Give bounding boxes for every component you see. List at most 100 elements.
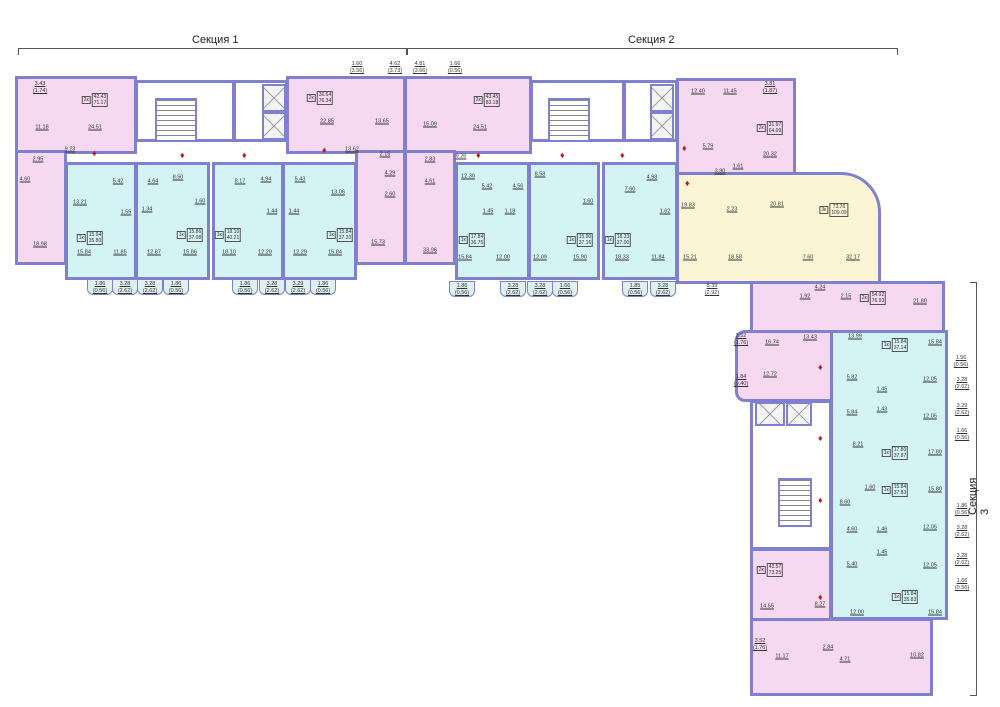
room-area-label: 14.55 bbox=[760, 603, 774, 610]
room-area-label: 13.43 bbox=[803, 334, 817, 341]
apartment-type: 1к bbox=[76, 234, 86, 242]
elevator-s2-b bbox=[650, 112, 674, 140]
balcony bbox=[259, 279, 285, 295]
balcony-area-label: 3.28 (2.62) bbox=[655, 283, 671, 296]
room-area-label: 11.84 bbox=[651, 254, 665, 261]
living-area: 15.84 bbox=[893, 339, 907, 345]
total-area: 37.87 bbox=[893, 453, 907, 459]
living-area: 42.43 bbox=[93, 94, 107, 100]
room-area-label: 2.15 bbox=[840, 293, 852, 300]
room-area-label: 1.60 (3.56) bbox=[349, 61, 365, 74]
section-3-brace bbox=[970, 282, 977, 696]
elevator-s3-b bbox=[786, 402, 812, 426]
room-area-label: 2.95 bbox=[32, 156, 44, 163]
total-area: 83.18 bbox=[485, 100, 499, 106]
balcony-area-label: 3.28 (2.62) bbox=[505, 283, 521, 296]
room-area-label: 15.84 bbox=[328, 249, 342, 256]
room-area-label: 1.66 (0.56) bbox=[447, 61, 463, 74]
apartment-type: 1к bbox=[604, 236, 614, 244]
apartment-type: 1к bbox=[881, 486, 891, 494]
room-area-label: 15.86 bbox=[183, 249, 197, 256]
apartment-2k-s1-right bbox=[286, 76, 406, 154]
room-area-label: 12.05 bbox=[923, 413, 937, 420]
room-area-label: 4.60 bbox=[846, 526, 858, 533]
balcony bbox=[163, 279, 189, 295]
room-area-label: 1.60 bbox=[582, 198, 594, 205]
balcony bbox=[449, 281, 475, 297]
room-area-label: 2.23 bbox=[726, 206, 738, 213]
apartment-1k-s1-b bbox=[135, 162, 210, 280]
room-area-label: 8.50 bbox=[172, 174, 184, 181]
living-area: 17.84 bbox=[470, 234, 484, 240]
total-area: 37.83 bbox=[893, 490, 907, 496]
room-area-label: 5.79 bbox=[702, 143, 714, 150]
room-area-label: 12.00 bbox=[850, 609, 864, 616]
total-area: 37.20 bbox=[338, 235, 352, 241]
room-area-label: 4.98 bbox=[646, 174, 658, 181]
room-area-label: 13.65 bbox=[375, 118, 389, 125]
room-area-label: 10.82 bbox=[910, 652, 924, 659]
apartment-1k-s1-a bbox=[65, 162, 137, 280]
living-area: 15.90 bbox=[578, 234, 592, 240]
room-area-label: 3.28 (2.62) bbox=[954, 525, 970, 538]
apartment-type: 1к bbox=[566, 236, 576, 244]
apartment-type: 2к bbox=[756, 566, 766, 574]
room-area-label: 4.29 bbox=[384, 170, 396, 177]
section-2-brace bbox=[406, 48, 898, 55]
living-area: 54.92 bbox=[871, 292, 885, 298]
room-area-label: 13.99 bbox=[848, 333, 862, 340]
apartment-type: 2к bbox=[756, 124, 766, 132]
room-area-label: 15.09 bbox=[423, 121, 437, 128]
room-area-label: 24.51 bbox=[473, 124, 487, 131]
room-area-label: 12.29 bbox=[293, 249, 307, 256]
room-area-label: 13.21 bbox=[73, 199, 87, 206]
room-area-label: 5.82 bbox=[846, 374, 858, 381]
room-area-label: 12.05 bbox=[923, 376, 937, 383]
room-area-label: 13.62 bbox=[345, 146, 359, 153]
total-area: 36.75 bbox=[470, 240, 484, 246]
room-area-label: 8.21 bbox=[852, 441, 864, 448]
balcony bbox=[232, 279, 258, 295]
room-area-label: 15.84 bbox=[77, 249, 91, 256]
room-area-label: 9.26 bbox=[455, 153, 467, 160]
room-area-label: 1.60 bbox=[864, 484, 876, 491]
apartment-type: 1к bbox=[214, 231, 224, 239]
living-area: 17.80 bbox=[893, 447, 907, 453]
room-area-label: 4.71 bbox=[839, 656, 851, 663]
living-area: 15.86 bbox=[188, 229, 202, 235]
room-area-label: 3.43 (1.74) bbox=[32, 81, 48, 94]
room-area-label: 5.84 bbox=[846, 409, 858, 416]
room-area-label: 20.32 bbox=[763, 151, 777, 158]
room-area-label: 18.98 bbox=[33, 241, 47, 248]
room-area-label: 12.05 bbox=[923, 524, 937, 531]
apartment-1k-s1-d bbox=[282, 162, 357, 280]
total-area: 109.09 bbox=[831, 210, 847, 216]
total-area: 40.21 bbox=[226, 235, 240, 241]
apartment-type: 1к bbox=[176, 231, 186, 239]
entrance-arrow-icon: ♦ bbox=[620, 150, 625, 160]
room-area-label: 11.85 bbox=[113, 249, 127, 256]
apartment-2k-s2-right bbox=[676, 78, 796, 178]
apartment-type: 1к bbox=[326, 231, 336, 239]
balcony-area-label: 3.28 (2.62) bbox=[142, 281, 158, 294]
room-area-label: 1.44 bbox=[266, 208, 278, 215]
elevator-s2-a bbox=[650, 84, 674, 112]
apartment-1k-s1-c bbox=[212, 162, 284, 280]
room-area-label: 2.60 bbox=[384, 191, 396, 198]
room-area-label: 1.45 bbox=[876, 549, 888, 556]
balcony-area-label: 1.66 (0.56) bbox=[557, 283, 573, 296]
